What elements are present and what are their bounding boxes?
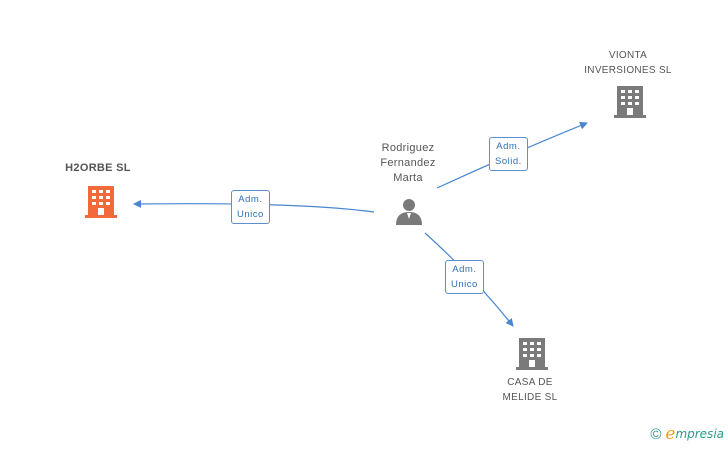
person-name-line-1: Rodriguez [381,142,435,154]
edge-label-vionta-line-2: Solid. [495,156,522,167]
casa-name-line-1: CASA DE [507,377,553,388]
edge-label-h2orbe-line-1: Adm. [238,194,263,205]
edge-label-vionta-line-1: Adm. [496,141,521,152]
edge-label-casa: Adm. Unico [445,260,484,294]
vionta-name-line-1: VIONTA [608,50,648,61]
vionta-name-line-2: INVERSIONES SL [584,65,672,76]
person-name-line-3: Marta [393,172,423,184]
casa-name-line-2: MELIDE SL [502,392,558,403]
person-name: Rodriguez Fernandez Marta [360,141,456,186]
copyright-symbol: © [650,425,662,443]
building-icon[interactable] [614,84,646,118]
edge-to-h2orbe [133,199,375,213]
casa-name[interactable]: CASA DE MELIDE SL [476,375,584,405]
edge-label-h2orbe-line-2: Unico [237,209,264,220]
edge-label-casa-line-1: Adm. [452,264,477,275]
vionta-name[interactable]: VIONTA INVERSIONES SL [566,48,690,78]
edge-label-casa-line-2: Unico [451,279,478,290]
building-icon[interactable] [516,336,548,370]
edge-label-h2orbe: Adm. Unico [231,190,270,224]
h2orbe-name[interactable]: H2ORBE SL [65,162,131,174]
edge-label-vionta: Adm. Solid. [489,137,528,171]
person-name-line-2: Fernandez [380,157,436,169]
person-icon[interactable] [394,196,424,226]
building-icon[interactable] [85,184,117,218]
brand-name: mpresia [675,427,724,441]
brand-logo-letter: e [665,424,676,444]
